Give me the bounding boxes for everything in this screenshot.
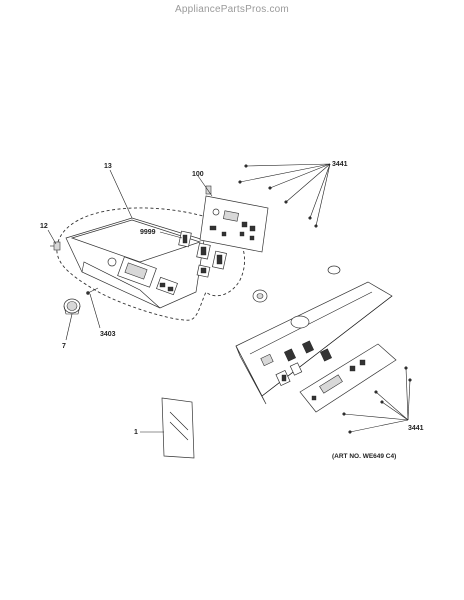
- console-group-outline: [56, 207, 245, 321]
- clip-part[interactable]: [50, 241, 61, 251]
- callout-12: 12: [40, 223, 48, 230]
- housing-small-parts[interactable]: [252, 265, 341, 303]
- art-number: (ART NO. WE649 C4): [332, 453, 396, 460]
- lower-board-part[interactable]: [299, 343, 397, 413]
- manual-part[interactable]: [161, 397, 195, 459]
- knob-part[interactable]: [63, 298, 81, 315]
- console-housing-part[interactable]: [235, 281, 393, 405]
- callout-1: 1: [134, 429, 138, 436]
- callout-3403: 3403: [100, 331, 116, 338]
- callout-3441-top: 3441: [332, 161, 348, 168]
- callout-7: 7: [62, 343, 66, 350]
- keypad-buttons-part[interactable]: [178, 230, 227, 278]
- callout-100: 100: [192, 171, 204, 178]
- watermark: AppliancePartsPros.com: [175, 4, 289, 15]
- screw-part[interactable]: [86, 287, 99, 295]
- control-board-part[interactable]: [199, 185, 269, 253]
- control-panel-part[interactable]: [65, 217, 205, 309]
- leader-lines: [47, 163, 411, 433]
- callout-3441-bottom: 3441: [408, 425, 424, 432]
- callout-13: 13: [104, 163, 112, 170]
- callout-9999: 9999: [140, 229, 156, 236]
